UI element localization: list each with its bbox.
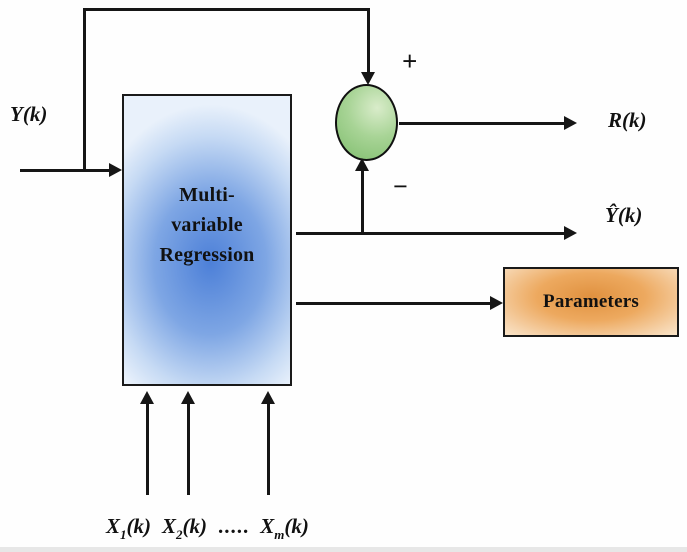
output-label-r: R(k)	[608, 108, 647, 132]
regression-block-label-line1: Multi-	[179, 184, 235, 206]
output-line-r	[399, 122, 565, 125]
ellipsis-dots: .....	[218, 514, 250, 538]
arrowhead-xm	[261, 391, 275, 404]
arrowhead-x1	[140, 391, 154, 404]
arrowhead-r-output	[564, 116, 577, 130]
input-label-x2: X2(k)	[162, 514, 208, 542]
output-label-yhat: Ŷ(k)	[605, 203, 643, 227]
parameters-block: Parameters	[503, 267, 679, 337]
parameters-block-label: Parameters	[543, 291, 639, 312]
minus-sign: −	[393, 172, 408, 201]
input-line-x2	[187, 402, 190, 495]
branch-line-into-sum-bottom	[361, 170, 364, 234]
regression-block-label-line3: Regression	[159, 244, 255, 266]
regression-block: Multi- variable Regression	[122, 94, 292, 386]
input-line-x1	[146, 402, 149, 495]
arrowhead-into-sum-top	[361, 72, 375, 85]
input-line-xm	[267, 402, 270, 495]
feedback-line-right-vertical	[367, 8, 370, 74]
arrowhead-into-regression	[109, 163, 122, 177]
arrowhead-yhat-output	[564, 226, 577, 240]
feedback-line-top-horizontal	[83, 8, 370, 11]
input-label-y: Y(k)	[10, 102, 48, 126]
arrowhead-into-sum-bottom	[355, 158, 369, 171]
regression-block-label-line2: variable	[171, 214, 243, 236]
line-to-parameters	[296, 302, 491, 305]
arrowhead-x2	[181, 391, 195, 404]
output-line-yhat	[296, 232, 565, 235]
bottom-input-labels: X1(k) X2(k) ..... Xm(k)	[106, 514, 309, 542]
input-label-x1: X1(k)	[106, 514, 152, 542]
plus-sign: +	[402, 46, 418, 76]
arrowhead-into-parameters	[490, 296, 503, 310]
input-line-y	[20, 169, 112, 172]
input-label-xm: Xm(k)	[260, 514, 309, 542]
summing-junction	[335, 84, 398, 161]
feedback-line-left-vertical	[83, 8, 86, 171]
bottom-scan-strip	[0, 547, 687, 552]
